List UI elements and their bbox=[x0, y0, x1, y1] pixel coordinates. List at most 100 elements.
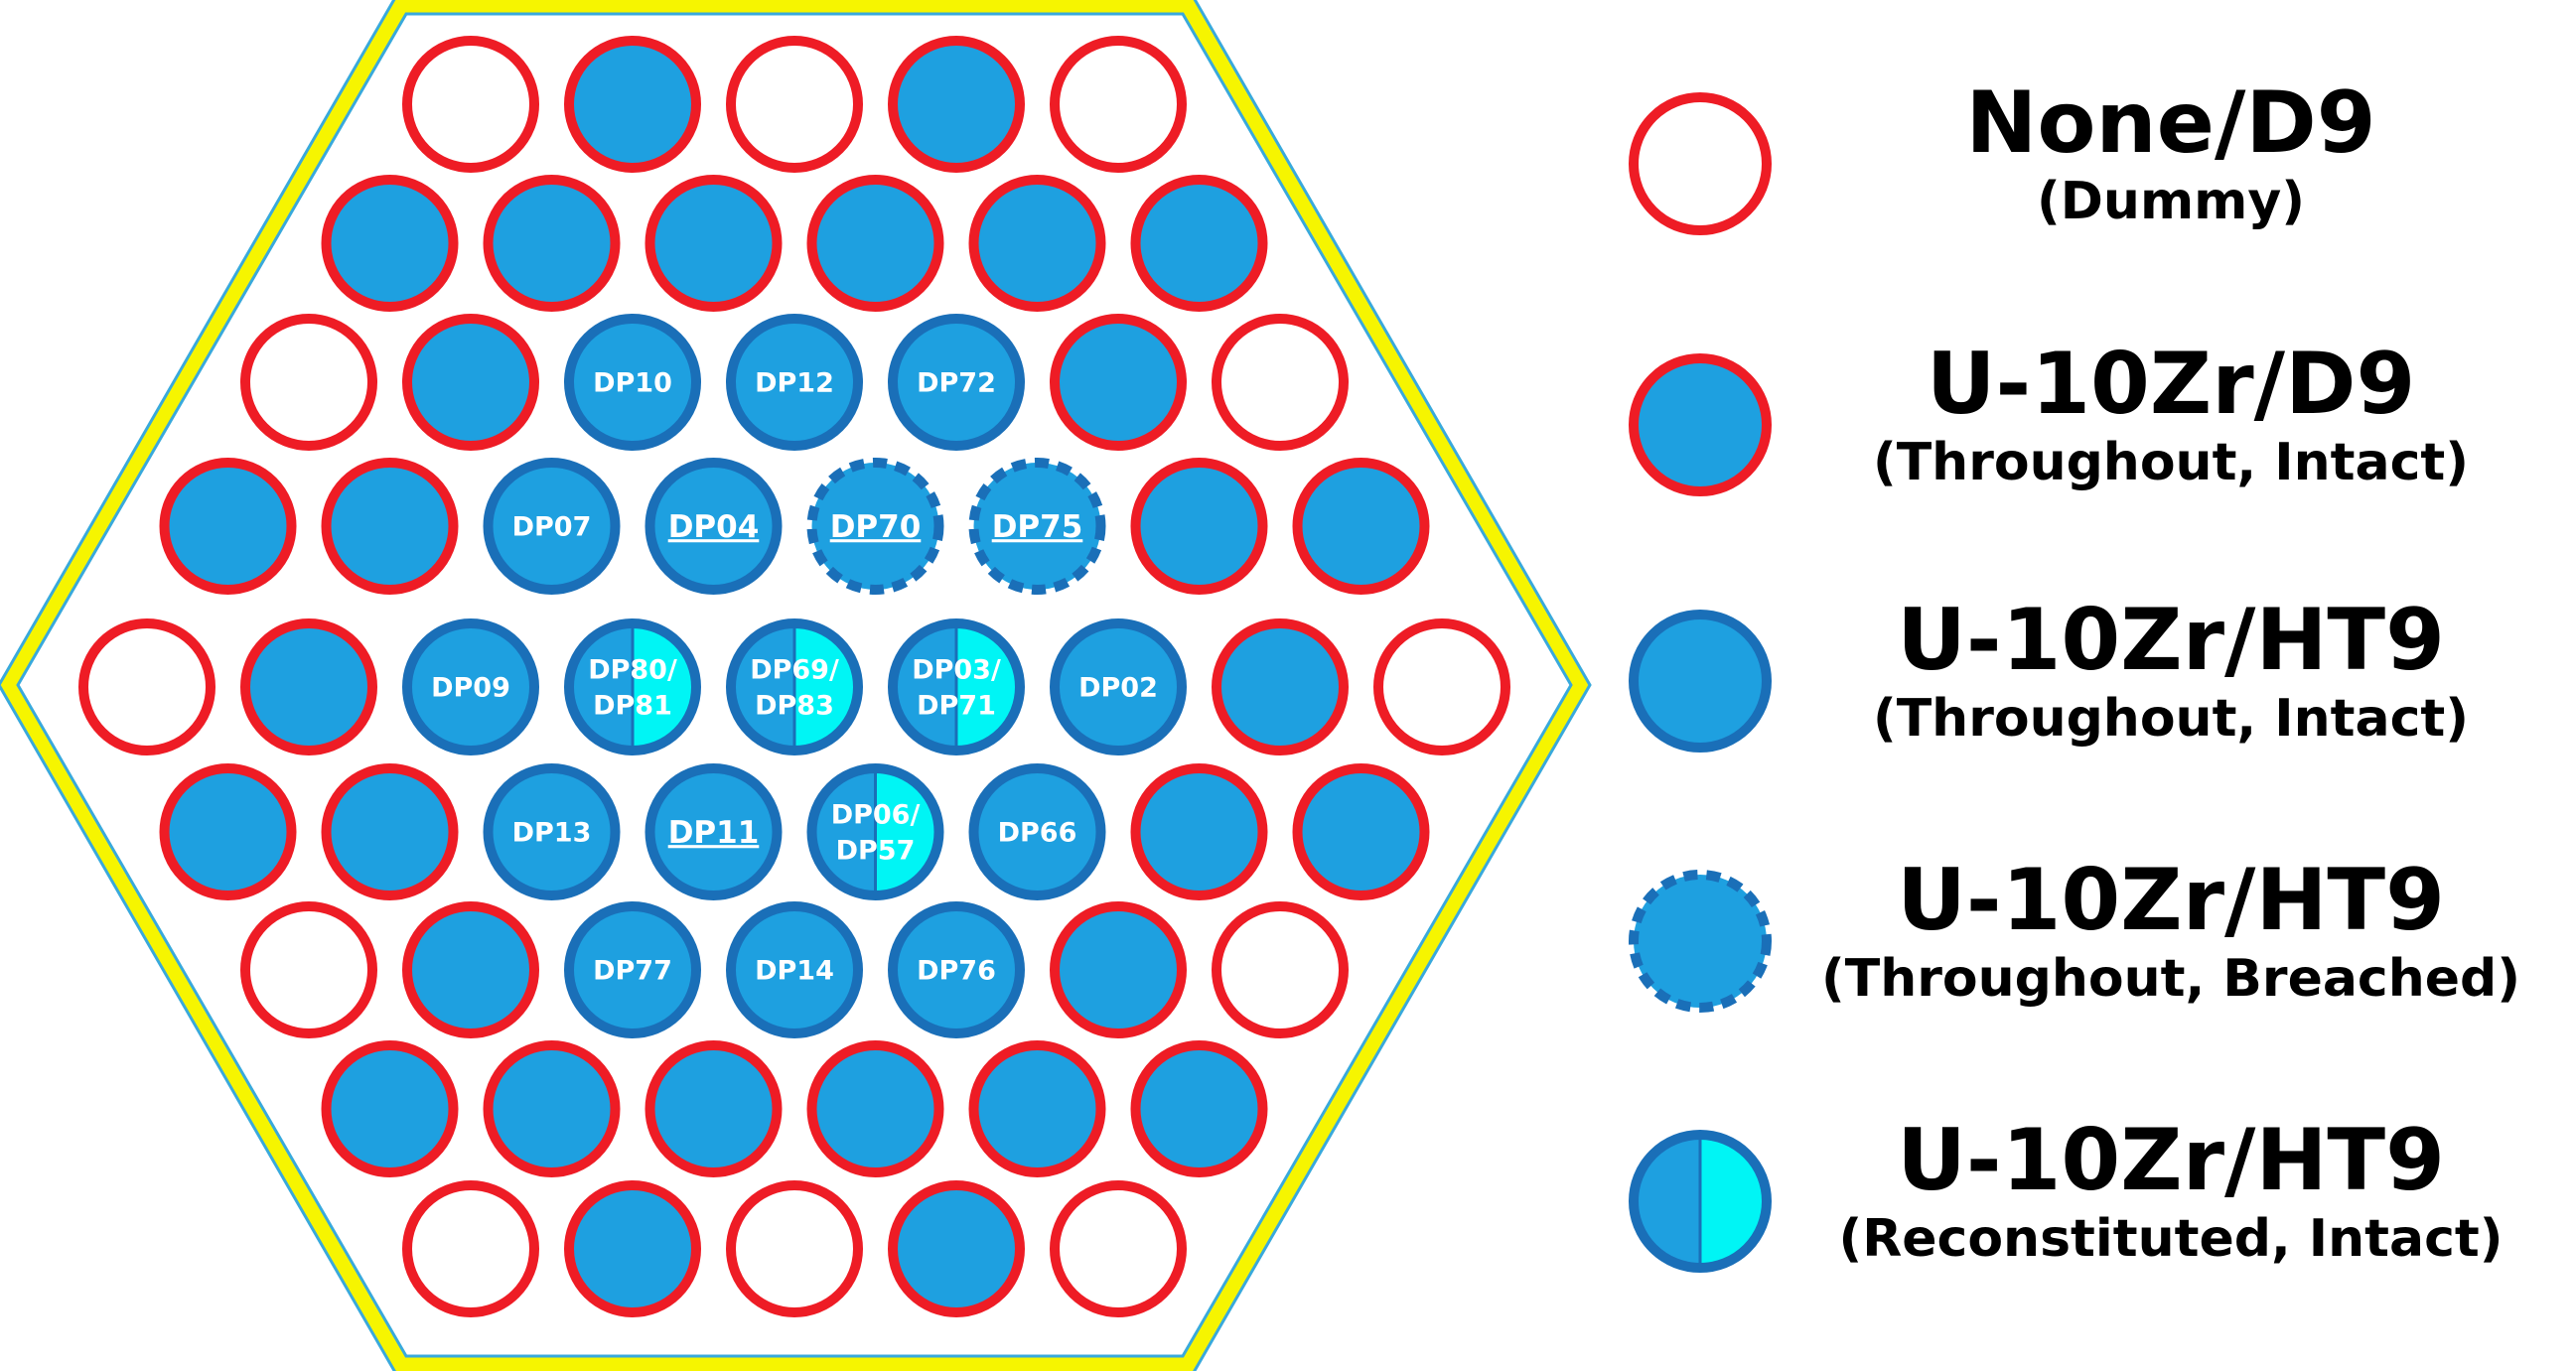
pin-label: DP09 bbox=[431, 673, 510, 704]
pin-d9 bbox=[1130, 458, 1268, 595]
legend-title: U-10Zr/HT9 bbox=[1897, 1111, 2445, 1210]
pin-dummy bbox=[1373, 618, 1510, 755]
pin-label: DP69/DP83 bbox=[750, 655, 839, 722]
pin-ht9: DP66 bbox=[968, 763, 1106, 900]
pin-label: DP13 bbox=[512, 818, 592, 849]
pin-d9 bbox=[483, 175, 621, 312]
duct-inner-wall bbox=[16, 12, 1573, 1358]
legend: None/D9(Dummy)U-10Zr/D9(Throughout, Inta… bbox=[1629, 73, 2520, 1273]
pin-dummy bbox=[402, 36, 539, 173]
legend-swatch-d9 bbox=[1629, 353, 1772, 496]
pin-d9 bbox=[564, 36, 701, 173]
pin-d9 bbox=[1130, 763, 1268, 900]
pin-d9 bbox=[1292, 458, 1430, 595]
pin-ht9: DP02 bbox=[1050, 618, 1187, 755]
pin-dummy bbox=[726, 1180, 863, 1317]
pin-label: DP03/DP71 bbox=[912, 655, 1001, 722]
pin-ht9: DP11 bbox=[644, 763, 783, 900]
pin-breached: DP75 bbox=[968, 458, 1106, 595]
legend-subtitle: (Reconstituted, Intact) bbox=[1838, 1209, 2503, 1269]
duct-outer-edge bbox=[0, 0, 1592, 1371]
pin-d9 bbox=[321, 763, 459, 900]
pin-d9 bbox=[564, 1180, 701, 1317]
legend-swatch-ht9 bbox=[1629, 610, 1772, 753]
pin-ht9: DP09 bbox=[402, 618, 539, 755]
pin-label: DP06/DP57 bbox=[831, 800, 921, 867]
legend-item: U-10Zr/HT9(Throughout, Breached) bbox=[1629, 851, 2520, 1013]
pin-d9 bbox=[644, 175, 783, 312]
pin-dummy bbox=[726, 36, 863, 173]
pin-recon: DP69/DP83 bbox=[726, 618, 863, 755]
pin-d9 bbox=[402, 314, 539, 451]
pin-ht9: DP07 bbox=[483, 458, 621, 595]
legend-subtitle: (Throughout, Intact) bbox=[1873, 689, 2469, 749]
pin-label: DP75 bbox=[992, 509, 1083, 545]
pin-d9 bbox=[806, 1040, 944, 1177]
pin-dummy bbox=[1212, 314, 1349, 451]
pin-d9 bbox=[483, 1040, 621, 1177]
legend-title: U-10Zr/HT9 bbox=[1897, 851, 2445, 950]
legend-subtitle: (Throughout, Intact) bbox=[1873, 433, 2469, 492]
pin-d9 bbox=[968, 1040, 1106, 1177]
pin-d9 bbox=[321, 458, 459, 595]
pin-ht9: DP72 bbox=[888, 314, 1025, 451]
legend-swatch-breached bbox=[1629, 870, 1772, 1013]
legend-item: None/D9(Dummy) bbox=[1629, 73, 2376, 235]
pin-d9 bbox=[1130, 175, 1268, 312]
pin-label: DP04 bbox=[668, 509, 760, 545]
legend-item: U-10Zr/D9(Throughout, Intact) bbox=[1629, 335, 2469, 496]
pin-d9 bbox=[1050, 901, 1187, 1038]
pin-d9 bbox=[321, 175, 459, 312]
pin-label: DP12 bbox=[755, 368, 834, 399]
pin-d9 bbox=[968, 175, 1106, 312]
legend-item: U-10Zr/HT9(Throughout, Intact) bbox=[1629, 591, 2469, 753]
pin-breached: DP70 bbox=[806, 458, 944, 595]
pin-d9 bbox=[888, 36, 1025, 173]
pin-label: DP70 bbox=[830, 509, 922, 545]
pin-dummy bbox=[1050, 1180, 1187, 1317]
pin-d9 bbox=[806, 175, 944, 312]
pin-dummy bbox=[402, 1180, 539, 1317]
pin-label: DP11 bbox=[668, 815, 760, 851]
pin-label: DP72 bbox=[917, 368, 996, 399]
pin-d9 bbox=[1212, 618, 1349, 755]
pin-recon: DP80/DP81 bbox=[564, 618, 701, 755]
pin-label: DP07 bbox=[512, 512, 592, 543]
pin-dummy bbox=[1050, 36, 1187, 173]
legend-swatch-dummy bbox=[1629, 92, 1772, 235]
pin-ht9: DP77 bbox=[564, 901, 701, 1038]
pin-dummy bbox=[240, 901, 377, 1038]
pin-label: DP10 bbox=[593, 368, 672, 399]
pin-ht9: DP10 bbox=[564, 314, 701, 451]
pin-d9 bbox=[321, 1040, 459, 1177]
legend-title: U-10Zr/HT9 bbox=[1897, 591, 2445, 690]
pin-dummy bbox=[78, 618, 215, 755]
pin-label: DP76 bbox=[917, 956, 996, 987]
pin-d9 bbox=[159, 458, 297, 595]
pin-d9 bbox=[1292, 763, 1430, 900]
legend-item: U-10Zr/HT9(Reconstituted, Intact) bbox=[1629, 1111, 2504, 1273]
legend-title: U-10Zr/D9 bbox=[1927, 335, 2416, 434]
pin-recon: DP03/DP71 bbox=[888, 618, 1025, 755]
pin-d9 bbox=[1130, 1040, 1268, 1177]
pin-dummy bbox=[1212, 901, 1349, 1038]
pin-ht9: DP14 bbox=[726, 901, 863, 1038]
pin-label: DP80/DP81 bbox=[588, 655, 677, 722]
pin-ht9: DP13 bbox=[483, 763, 621, 900]
pin-d9 bbox=[402, 901, 539, 1038]
pin-label: DP66 bbox=[998, 818, 1077, 849]
pin-d9 bbox=[159, 763, 297, 900]
pin-recon: DP06/DP57 bbox=[806, 763, 944, 900]
pin-label: DP77 bbox=[593, 956, 672, 987]
pin-d9 bbox=[888, 1180, 1025, 1317]
pin-d9 bbox=[1050, 314, 1187, 451]
legend-subtitle: (Dummy) bbox=[2037, 172, 2305, 231]
pin-label: DP14 bbox=[755, 956, 834, 987]
legend-swatch-recon bbox=[1629, 1130, 1772, 1273]
pin-d9 bbox=[240, 618, 377, 755]
pin-label: DP02 bbox=[1078, 673, 1158, 704]
pin-dummy bbox=[240, 314, 377, 451]
pin-ht9: DP76 bbox=[888, 901, 1025, 1038]
